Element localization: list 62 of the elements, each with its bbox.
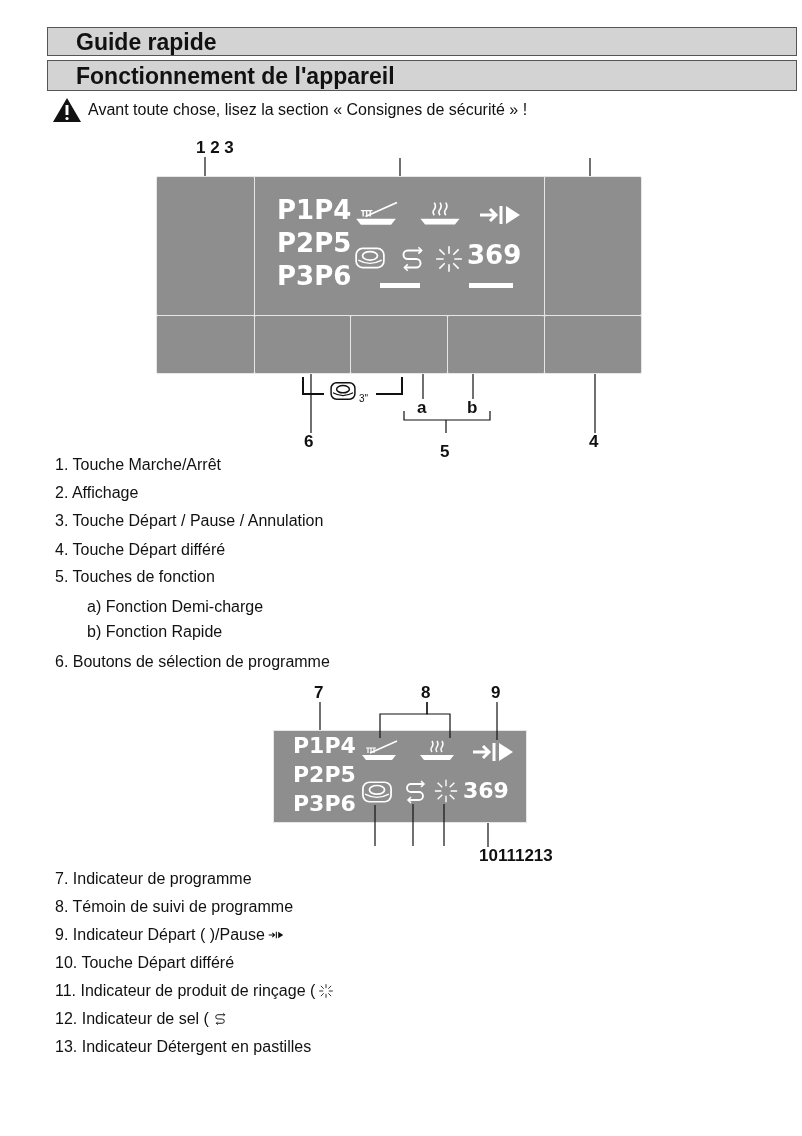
program-code: P1P4 <box>293 735 356 757</box>
callout-number: 8 <box>421 684 431 702</box>
list-item: 6. Boutons de sélection de programme <box>55 652 330 672</box>
list-item: 12. Indicateur de sel ( <box>55 1009 209 1029</box>
touch-key <box>254 315 351 374</box>
callout-number: 7 <box>314 684 324 702</box>
list-item: 7. Indicateur de programme <box>55 869 252 889</box>
leader-line <box>374 804 376 847</box>
callout-number: 5 <box>440 442 450 462</box>
touch-key <box>156 315 255 374</box>
touch-key <box>447 315 545 374</box>
leader-line <box>422 373 424 400</box>
list-item: 1. Touche Marche/Arrêt <box>55 455 221 475</box>
program-code: P1P4 <box>277 197 352 223</box>
list-item: 3. Touche Départ / Pause / Annulation <box>55 511 324 531</box>
list-item: 13. Indicateur Détergent en pastilles <box>55 1037 312 1057</box>
display-panel <box>273 730 527 823</box>
heading-banner: Fonctionnement de l'appareil <box>47 60 797 91</box>
list-item: b) Fonction Rapide <box>87 622 223 642</box>
callout-number: 6 <box>304 433 314 451</box>
touch-key <box>544 315 642 374</box>
digit-readout: 369 <box>467 242 522 268</box>
list-item: 10. Touche Départ différé <box>55 953 235 973</box>
leader-line <box>443 803 445 847</box>
program-code: P2P5 <box>277 230 352 256</box>
leader-line <box>412 803 414 847</box>
callout-number: 1 2 3 <box>196 139 234 157</box>
leader-line <box>204 156 206 177</box>
callout-number: 9 <box>491 684 501 702</box>
list-item: 2. Affichage <box>55 483 139 503</box>
program-code: P2P5 <box>293 764 356 786</box>
leader-line <box>319 701 321 731</box>
tablet-icon <box>359 779 395 805</box>
leader-line <box>310 373 312 434</box>
list-item: 11. Indicateur de produit de rinçage ( <box>55 981 316 1001</box>
list-item: a) Fonction Demi-charge <box>87 597 264 617</box>
touch-key <box>350 315 448 374</box>
callout-number: 4 <box>589 433 599 451</box>
callout-number: b <box>467 399 478 417</box>
leader-line <box>426 701 451 739</box>
leader-line <box>496 701 498 741</box>
program-code: P3P6 <box>293 793 356 815</box>
touch-key <box>544 176 642 316</box>
leader-line <box>399 157 401 177</box>
sparkle-icon <box>433 778 459 804</box>
heading-banner: Guide rapide <box>47 27 797 56</box>
list-item: 8. Témoin de suivi de programme <box>55 897 294 917</box>
leader-line <box>472 373 474 400</box>
touch-key <box>156 176 255 316</box>
list-item: 9. Indicateur Départ ( )/Pause <box>55 925 265 945</box>
leader-line <box>589 157 591 177</box>
duration-label: 3" <box>359 392 369 406</box>
leader-line <box>487 822 489 848</box>
warning-text: Avant toute chose, lisez la section « Consignes de sécurité » ! <box>88 100 528 120</box>
callout-number: a <box>417 399 427 417</box>
digit-readout: 369 <box>463 780 509 802</box>
leader-line <box>594 373 596 434</box>
callout-number: 10111213 <box>479 847 553 865</box>
display-panel <box>254 176 545 316</box>
program-code: P3P6 <box>277 263 352 289</box>
list-item: 4. Touche Départ différé <box>55 540 226 560</box>
list-item: 5. Touches de fonction <box>55 567 215 587</box>
